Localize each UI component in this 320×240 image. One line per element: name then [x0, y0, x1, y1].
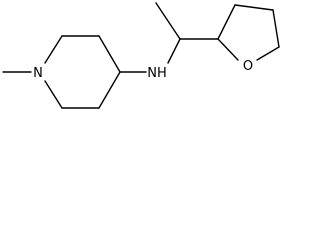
- molecule-structure: N NH O: [2, 2, 280, 109]
- bond-thf-c2-c3: [217, 4, 236, 40]
- bond-nh-ch: [167, 38, 181, 64]
- bond-c4-c5: [98, 71, 121, 109]
- atom-label-amine-nh: NH: [147, 66, 167, 81]
- bond-c6-n: [44, 80, 63, 109]
- bond-thf-c5-o: [256, 46, 280, 61]
- atom-label-ring-o: O: [243, 59, 253, 74]
- bond-n-c2: [44, 35, 63, 64]
- bond-thf-o-c2: [217, 38, 239, 61]
- bond-ch-methyl: [155, 2, 181, 40]
- bond-thf-c4-c5: [272, 9, 280, 48]
- bond-c3-c4: [98, 35, 121, 73]
- atom-label-piperidine-n: N: [33, 66, 43, 81]
- bond-thf-c3-c4: [234, 4, 274, 11]
